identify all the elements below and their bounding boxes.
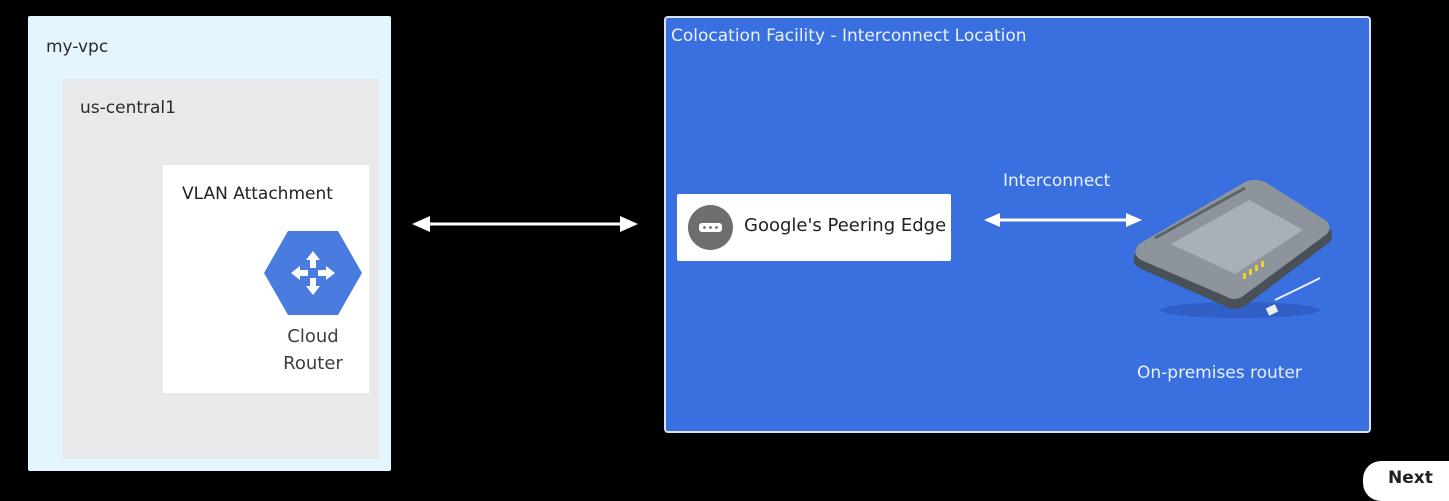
on-premises-router-label: On-premises router	[1137, 363, 1302, 383]
router-device-icon	[1125, 178, 1345, 333]
interconnect-arrow-icon	[982, 208, 1144, 232]
next-button-label[interactable]: Next	[1388, 468, 1433, 488]
colocation-label: Colocation Facility - Interconnect Locat…	[671, 26, 1027, 46]
peering-edge-label: Google's Peering Edge	[744, 215, 947, 236]
ellipsis-circle-icon	[688, 205, 733, 250]
region-label: us-central1	[80, 98, 176, 118]
cloud-router-icon	[263, 229, 363, 317]
double-arrow-icon	[410, 210, 640, 238]
interconnect-label: Interconnect	[1003, 171, 1111, 191]
vpc-label: my-vpc	[46, 37, 109, 57]
vlan-attachment-label: VLAN Attachment	[182, 184, 333, 204]
